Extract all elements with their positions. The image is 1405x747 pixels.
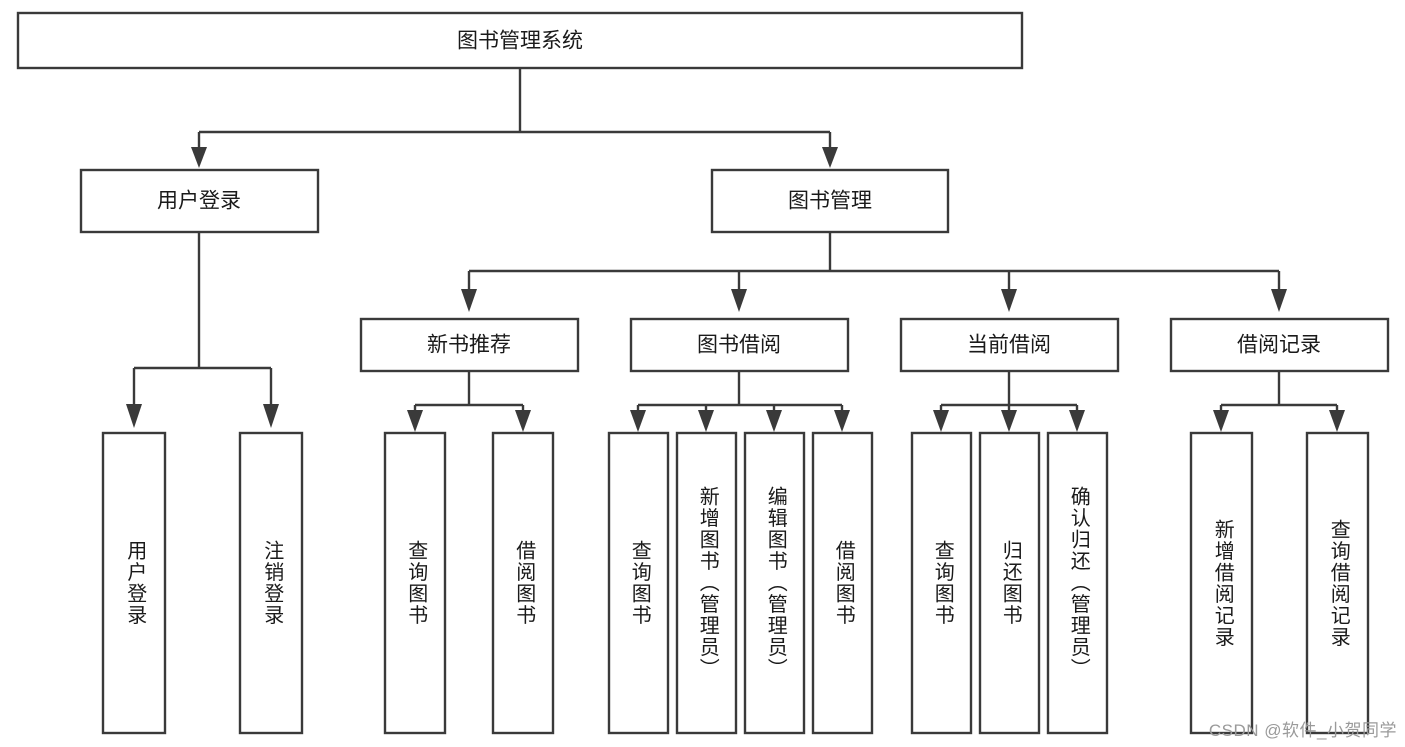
arrow-head-cb-leaf-1 (1001, 410, 1017, 432)
leaf-box-book-borrow-2[interactable] (743, 431, 806, 735)
arrow-head-cb-leaf-0 (933, 410, 949, 432)
leaf-box-current-borrow-2[interactable] (1046, 431, 1109, 735)
node-user-login-label: 用户登录 (157, 190, 241, 213)
node-book-manage-box[interactable] (710, 168, 950, 234)
node-book-manage-label: 图书管理 (788, 190, 872, 213)
node-current-borrow-box[interactable] (899, 317, 1120, 373)
node-borrow-record-label: 借阅记录 (1237, 334, 1321, 357)
arrow-head-br-leaf-1 (1329, 410, 1345, 432)
arrow-head-book-borrow (731, 289, 747, 312)
arrow-head-bb-leaf-1 (698, 410, 714, 432)
node-root-label: 图书管理系统 (457, 30, 583, 53)
node-borrow-record-box[interactable] (1169, 317, 1390, 373)
leaf-box-borrow-record-1[interactable] (1305, 431, 1370, 735)
arrow-head-borrow-record (1271, 289, 1287, 312)
leaf-box-current-borrow-1[interactable] (978, 431, 1041, 735)
arrow-head-nb-leaf-0 (407, 410, 423, 432)
leaf-box-borrow-record-0[interactable] (1189, 431, 1254, 735)
connector-book-manage-to-level3 (461, 232, 1287, 312)
node-borrow-record[interactable]: 借阅记录 (1169, 317, 1390, 373)
leaf-box-book-borrow-0[interactable] (607, 431, 670, 735)
node-book-borrow-label: 图书借阅 (697, 334, 781, 357)
arrow-head-book-manage (822, 147, 838, 168)
node-current-borrow-label: 当前借阅 (967, 334, 1051, 357)
arrow-head-ul-leaf-1 (263, 404, 279, 428)
connector-user-login-to-leaves (126, 232, 279, 428)
node-new-book-recommend-label: 新书推荐 (427, 334, 511, 357)
node-root[interactable]: 图书管理系统 (16, 11, 1024, 70)
connector-root-to-level2 (191, 68, 838, 168)
leaf-box-new-book-1[interactable] (491, 431, 555, 735)
connector-book-borrow-to-leaves (630, 371, 850, 432)
node-user-login[interactable]: 用户登录 (79, 168, 320, 234)
node-new-book-recommend[interactable]: 新书推荐 (359, 317, 580, 373)
leaf-box-new-book-0[interactable] (383, 431, 447, 735)
arrow-head-cb-leaf-2 (1069, 410, 1085, 432)
node-root-box[interactable] (16, 11, 1024, 70)
leaf-box-book-borrow-1[interactable] (675, 431, 738, 735)
arrow-head-ul-leaf-0 (126, 404, 142, 428)
connector-new-book-to-leaves (407, 371, 531, 432)
leaf-box-current-borrow-0[interactable] (910, 431, 973, 735)
leaf-box-book-borrow-3[interactable] (811, 431, 874, 735)
node-new-book-recommend-box[interactable] (359, 317, 580, 373)
node-book-borrow[interactable]: 图书借阅 (629, 317, 850, 373)
node-book-borrow-box[interactable] (629, 317, 850, 373)
node-book-manage[interactable]: 图书管理 (710, 168, 950, 234)
leaf-box-user-login-0[interactable] (101, 431, 167, 735)
arrow-head-bb-leaf-2 (766, 410, 782, 432)
arrow-head-nb-leaf-1 (515, 410, 531, 432)
arrow-head-current-borrow (1001, 289, 1017, 312)
node-current-borrow[interactable]: 当前借阅 (899, 317, 1120, 373)
arrow-head-bb-leaf-0 (630, 410, 646, 432)
arrow-head-br-leaf-0 (1213, 410, 1229, 432)
connector-current-borrow-to-leaves (933, 371, 1085, 432)
leaf-box-user-login-1[interactable] (238, 431, 304, 735)
arrow-head-user-login (191, 147, 207, 168)
watermark-text: CSDN @软件_小贺同学 (1208, 721, 1397, 740)
arrow-head-bb-leaf-3 (834, 410, 850, 432)
arrow-head-new-book (461, 289, 477, 312)
connector-borrow-record-to-leaves (1213, 371, 1345, 432)
